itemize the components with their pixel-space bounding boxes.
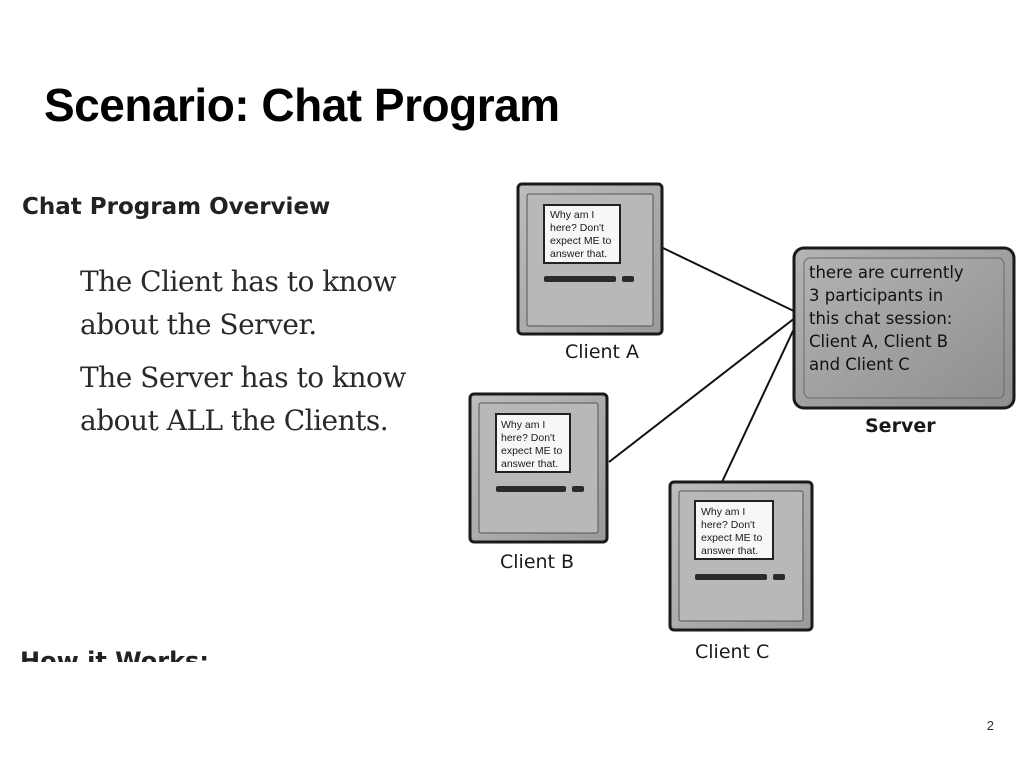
client-b-screen-line-3: expect ME to bbox=[501, 445, 562, 457]
client-c-screen-line-1: Why am I bbox=[701, 506, 745, 518]
client-b-label: Client B bbox=[500, 551, 574, 573]
client-a-label: Client A bbox=[565, 341, 639, 363]
client-b-screen-line-1: Why am I bbox=[501, 419, 545, 431]
server-message-line-1: there are currently bbox=[809, 263, 964, 282]
client-b-screen bbox=[495, 413, 571, 473]
client-b-disk-slot bbox=[496, 486, 566, 492]
server-box: there are currently 3 participants in th… bbox=[792, 246, 1016, 410]
client-b-screen-line-2: here? Don't bbox=[501, 432, 555, 444]
client-a-screen-line-3: expect ME to bbox=[550, 235, 611, 247]
server-message-line-2: 3 participants in bbox=[809, 286, 943, 305]
client-c-screen-line-4: answer that. bbox=[701, 545, 758, 557]
client-a-screen bbox=[543, 204, 621, 264]
client-a-screen-line-4: answer that. bbox=[550, 248, 607, 260]
connection-line-client-c bbox=[721, 315, 801, 483]
connection-line-client-b bbox=[608, 313, 801, 463]
how-it-works-heading-clip: How it Works: bbox=[20, 646, 250, 662]
client-c-screen-line-2: here? Don't bbox=[701, 519, 755, 531]
client-b-power-light bbox=[572, 486, 584, 492]
client-c-screen-line-3: expect ME to bbox=[701, 532, 762, 544]
client-a-screen-line-2: here? Don't bbox=[550, 222, 604, 234]
server-label: Server bbox=[865, 415, 936, 437]
note-client-knows-server: The Client has to know about the Server. bbox=[80, 265, 397, 341]
client-c-disk-slot bbox=[695, 574, 767, 580]
client-b-computer: Why am I here? Don't expect ME to answer… bbox=[468, 392, 609, 544]
client-c-computer: Why am I here? Don't expect ME to answer… bbox=[668, 480, 814, 632]
client-a-disk-slot bbox=[544, 276, 616, 282]
client-a-computer: Why am I here? Don't expect ME to answer… bbox=[516, 182, 664, 336]
client-a-power-light bbox=[622, 276, 634, 282]
connection-line-client-a bbox=[662, 247, 801, 315]
server-message-line-4: Client A, Client B bbox=[809, 332, 948, 351]
page-number: 2 bbox=[986, 718, 994, 733]
chat-network-diagram: Why am I here? Don't expect ME to answer… bbox=[468, 182, 1016, 663]
note-server-knows-clients: The Server has to know about ALL the Cli… bbox=[80, 361, 406, 437]
server-message-line-3: this chat session: bbox=[809, 309, 952, 328]
how-it-works-heading: How it Works: bbox=[20, 647, 209, 662]
server-message-line-5: and Client C bbox=[809, 355, 910, 374]
client-a-screen-line-1: Why am I bbox=[550, 209, 594, 221]
client-c-screen bbox=[694, 500, 774, 560]
overview-heading: Chat Program Overview bbox=[22, 194, 331, 220]
slide-title: Scenario: Chat Program bbox=[44, 79, 560, 131]
client-c-power-light bbox=[773, 574, 785, 580]
client-b-screen-line-4: answer that. bbox=[501, 458, 558, 470]
client-c-label: Client C bbox=[695, 641, 769, 663]
